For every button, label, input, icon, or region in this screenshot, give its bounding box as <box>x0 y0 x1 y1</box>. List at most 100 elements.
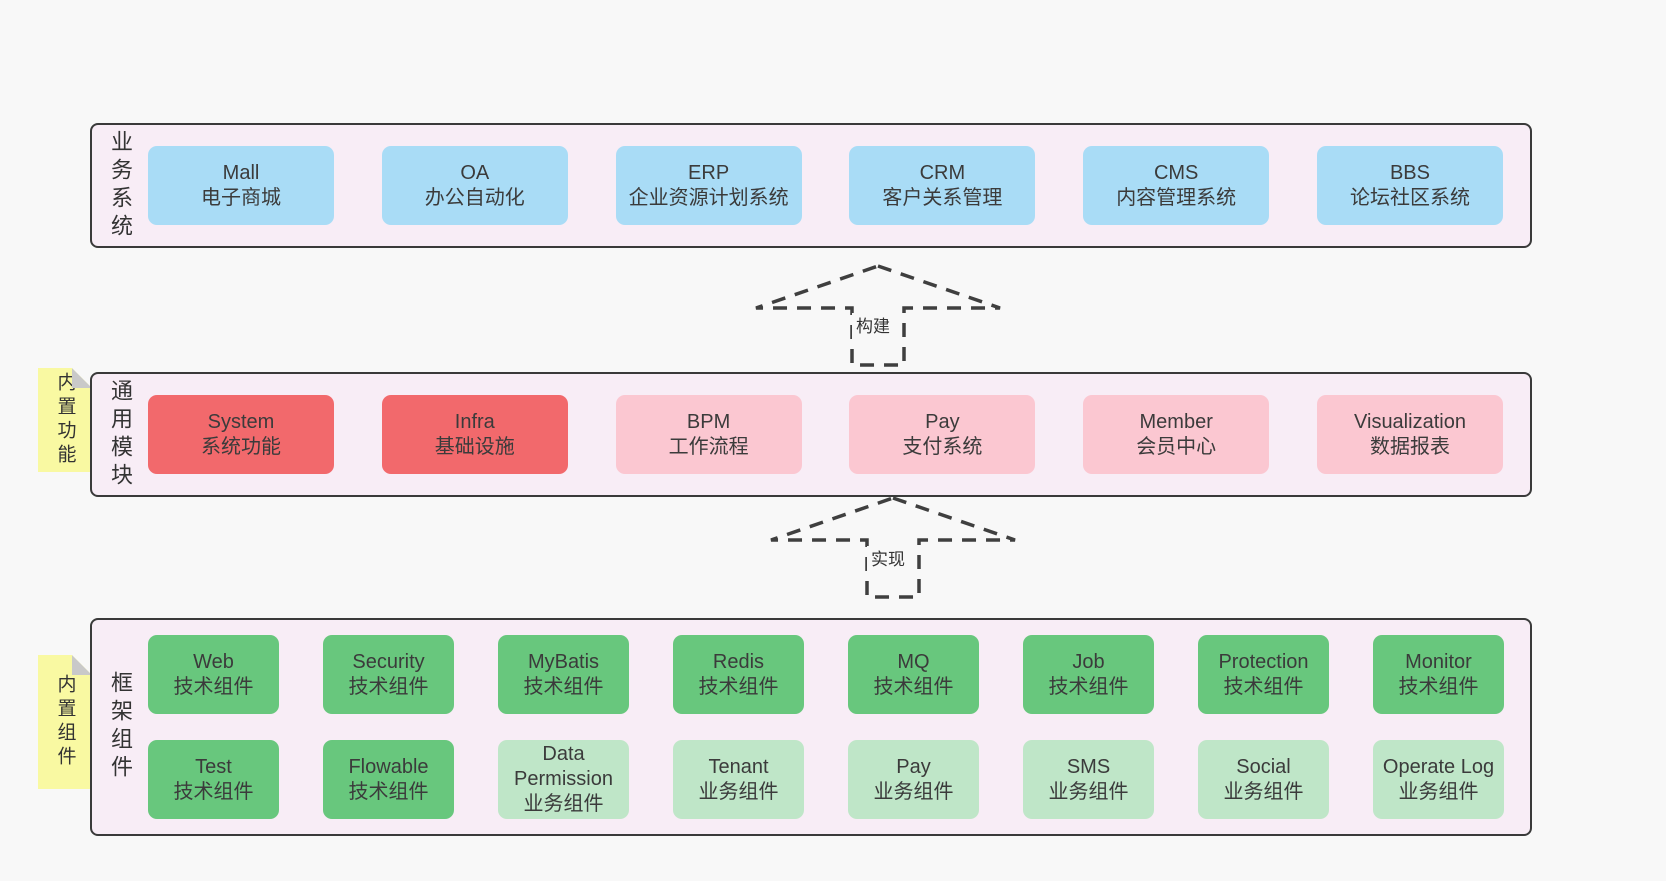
node-web: Web 技术组件 <box>148 635 279 714</box>
node-visualization: Visualization 数据报表 <box>1316 395 1503 474</box>
node-title: CMS <box>1153 161 1199 184</box>
node-title: Flowable <box>348 755 429 778</box>
node-test: Test 技术组件 <box>148 740 279 819</box>
node-sms: SMS 业务组件 <box>1023 740 1154 819</box>
node-subtitle: 技术组件 <box>873 675 954 698</box>
node-subtitle: 业务组件 <box>698 780 779 803</box>
node-subtitle: 企业资源计划系统 <box>628 186 789 209</box>
node-title: System <box>207 410 275 433</box>
node-title: BPM <box>686 410 731 433</box>
node-title: Mall <box>222 161 260 184</box>
section-components-label-wrap: 框架组件 <box>92 620 148 834</box>
components-row-top: Web 技术组件 Security 技术组件 MyBatis 技术组件 Redi… <box>148 635 1504 714</box>
node-subtitle: 会员中心 <box>1136 435 1217 458</box>
node-cms: CMS 内容管理系统 <box>1083 146 1270 225</box>
node-title: Visualization <box>1354 410 1466 433</box>
node-protection: Protection 技术组件 <box>1198 635 1329 714</box>
node-oa: OA 办公自动化 <box>381 146 568 225</box>
components-row-bottom: Test 技术组件 Flowable 技术组件 Data Permission … <box>148 740 1504 819</box>
node-title: Job <box>1072 650 1105 673</box>
components-grid: Web 技术组件 Security 技术组件 MyBatis 技术组件 Redi… <box>148 620 1530 834</box>
node-subtitle: 技术组件 <box>698 675 779 698</box>
node-erp: ERP 企业资源计划系统 <box>615 146 802 225</box>
node-subtitle: 技术组件 <box>523 675 604 698</box>
node-title: Protection <box>1218 650 1309 673</box>
node-subtitle: 业务组件 <box>873 780 954 803</box>
node-title: Pay <box>896 755 931 778</box>
node-subtitle: 内容管理系统 <box>1116 186 1237 209</box>
node-subtitle: 业务组件 <box>1048 780 1129 803</box>
business-boxes-row: Mall 电子商城 OA 办公自动化 ERP 企业资源计划系统 CRM 客户关系… <box>148 125 1530 246</box>
node-title: CRM <box>919 161 966 184</box>
arrow-build-label: 构建 <box>852 313 894 341</box>
section-framework-components: 框架组件 Web 技术组件 Security 技术组件 MyBatis 技术组件… <box>90 618 1532 836</box>
node-crm: CRM 客户关系管理 <box>849 146 1036 225</box>
node-subtitle: 基础设施 <box>434 435 515 458</box>
node-subtitle: 技术组件 <box>1223 675 1304 698</box>
section-business-label-wrap: 业务系统 <box>92 125 148 246</box>
node-subtitle: 技术组件 <box>348 675 429 698</box>
arrow-build <box>755 264 1001 367</box>
section-components-label: 框架组件 <box>108 671 133 783</box>
node-subtitle: 业务组件 <box>1223 780 1304 803</box>
section-common-modules: 通用模块 System 系统功能 Infra 基础设施 BPM 工作流程 Pay… <box>90 372 1532 497</box>
node-security: Security 技术组件 <box>323 635 454 714</box>
node-redis: Redis 技术组件 <box>673 635 804 714</box>
sticky-note-builtin-components: 内置组件 <box>38 655 92 789</box>
node-title: Web <box>193 650 234 673</box>
sticky-fold-corner <box>72 655 92 675</box>
node-title: SMS <box>1066 755 1111 778</box>
sticky-note-builtin-features: 内置功能 <box>38 368 92 472</box>
node-mq: MQ 技术组件 <box>848 635 979 714</box>
sticky-note-label: 内置功能 <box>54 372 76 468</box>
node-title: Tenant <box>708 755 769 778</box>
section-business-label: 业务系统 <box>108 129 133 242</box>
node-bpm: BPM 工作流程 <box>615 395 802 474</box>
node-title: Member <box>1139 410 1213 433</box>
node-title: Data Permission <box>514 743 613 790</box>
node-subtitle: 系统功能 <box>201 435 281 458</box>
node-operate-log: Operate Log 业务组件 <box>1373 740 1504 819</box>
node-subtitle: 技术组件 <box>348 780 429 803</box>
node-subtitle: 技术组件 <box>173 780 254 803</box>
node-title: MyBatis <box>527 650 600 673</box>
node-social: Social 业务组件 <box>1198 740 1329 819</box>
section-business-systems: 业务系统 Mall 电子商城 OA 办公自动化 ERP 企业资源计划系统 CRM… <box>90 123 1532 248</box>
modules-boxes-row: System 系统功能 Infra 基础设施 BPM 工作流程 Pay 支付系统… <box>148 374 1530 495</box>
node-subtitle: 办公自动化 <box>424 186 525 209</box>
node-pay-component: Pay 业务组件 <box>848 740 979 819</box>
node-title: Security <box>352 650 425 673</box>
node-subtitle: 支付系统 <box>902 435 983 458</box>
node-pay-module: Pay 支付系统 <box>849 395 1036 474</box>
section-modules-label: 通用模块 <box>108 378 133 491</box>
node-bbs: BBS 论坛社区系统 <box>1316 146 1503 225</box>
node-subtitle: 工作流程 <box>668 435 749 458</box>
node-subtitle: 电子商城 <box>201 186 281 209</box>
node-title: Redis <box>712 650 765 673</box>
node-monitor: Monitor 技术组件 <box>1373 635 1504 714</box>
node-title: Monitor <box>1405 650 1472 673</box>
node-title: Pay <box>925 410 960 433</box>
node-title: OA <box>460 161 490 184</box>
node-subtitle: 业务组件 <box>1398 780 1479 803</box>
node-title: Operate Log <box>1382 755 1495 778</box>
sticky-note-label: 内置组件 <box>54 674 76 770</box>
node-infra: Infra 基础设施 <box>381 395 568 474</box>
node-title: Infra <box>454 410 495 433</box>
node-subtitle: 论坛社区系统 <box>1349 186 1470 209</box>
node-subtitle: 数据报表 <box>1369 435 1450 458</box>
node-title: MQ <box>897 650 930 673</box>
section-modules-label-wrap: 通用模块 <box>92 374 148 495</box>
node-system: System 系统功能 <box>148 395 334 474</box>
node-mall: Mall 电子商城 <box>148 146 334 225</box>
node-title: Test <box>195 755 232 778</box>
node-member: Member 会员中心 <box>1083 395 1270 474</box>
node-title: BBS <box>1389 161 1430 184</box>
node-data-permission: Data Permission 业务组件 <box>498 740 629 819</box>
node-subtitle: 技术组件 <box>173 675 254 698</box>
node-flowable: Flowable 技术组件 <box>323 740 454 819</box>
node-subtitle: 技术组件 <box>1048 675 1129 698</box>
node-subtitle: 业务组件 <box>523 793 604 815</box>
node-subtitle: 客户关系管理 <box>882 186 1003 209</box>
node-tenant: Tenant 业务组件 <box>673 740 804 819</box>
